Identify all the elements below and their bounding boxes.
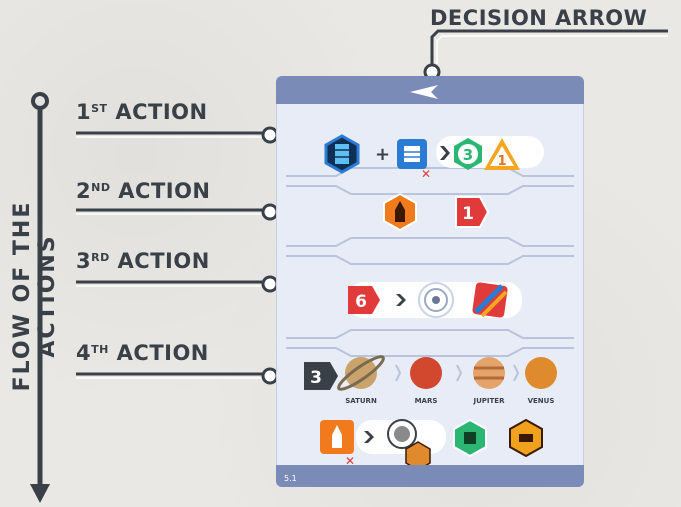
card-bottom-frame xyxy=(276,465,584,487)
asteroid-hex-icon xyxy=(387,419,431,471)
green-number-hex-icon: 3 xyxy=(454,138,482,170)
rocket-chip-icon xyxy=(320,420,354,454)
orange-triangle-badge-icon: 1 xyxy=(484,138,520,170)
svg-text:1: 1 xyxy=(497,154,506,169)
decision-arrow-label: DECISION ARROW xyxy=(430,6,648,30)
satellite-hex-icon xyxy=(453,418,487,458)
planet-name-saturn: SATURN xyxy=(345,397,377,405)
card-separators xyxy=(286,167,574,481)
rocket-hex-icon xyxy=(383,192,417,232)
action-1-label: 1ST ACTION xyxy=(76,100,208,124)
svg-text:1: 1 xyxy=(462,204,474,224)
action-2-callout xyxy=(76,203,279,221)
saturn-icon xyxy=(337,355,385,391)
action-2-label: 2ND ACTION xyxy=(76,179,211,203)
plus-icon: + xyxy=(375,144,390,165)
action-1-callout xyxy=(76,126,279,144)
action-card: + ✕ 3 1 1 xyxy=(276,76,584,487)
action-3-label: 3RD ACTION xyxy=(76,249,210,273)
row-4-icons: 3 xyxy=(304,355,557,391)
planet-name-mars: MARS xyxy=(414,397,438,405)
action-3-callout xyxy=(76,275,279,293)
signal-number-icon: 6 xyxy=(348,286,380,314)
jupiter-icon xyxy=(473,357,505,389)
svg-text:6: 6 xyxy=(355,292,367,312)
svg-text:3: 3 xyxy=(310,368,322,388)
signal-hex-icon: 1 xyxy=(455,196,490,228)
computer-chip-icon xyxy=(397,139,427,169)
venus-icon xyxy=(525,357,557,389)
row-2-icons: 1 xyxy=(383,192,490,232)
mars-icon xyxy=(410,357,442,389)
action-4-callout xyxy=(76,367,279,385)
rover-hex-icon xyxy=(509,418,543,458)
data-hex-icon xyxy=(324,134,360,174)
flow-arrow-head xyxy=(30,484,50,503)
planet-name-jupiter: JUPITER xyxy=(473,397,505,405)
card-id: 5.1 xyxy=(284,474,297,483)
row-3-icons: 6 xyxy=(348,282,508,318)
decision-arrow-icon xyxy=(410,85,438,99)
scan-orbit-icon xyxy=(418,282,454,318)
cross-mark-icon: ✕ xyxy=(345,454,355,468)
chevron-right-icon xyxy=(364,431,374,443)
flow-start-circle xyxy=(31,92,49,110)
planet-separators xyxy=(395,364,520,382)
action-4-label: 4TH ACTION xyxy=(76,341,209,365)
row-1-icons: + ✕ 3 1 xyxy=(324,134,520,181)
svg-text:3: 3 xyxy=(463,146,473,164)
striped-card-icon xyxy=(472,282,508,318)
chevron-right-icon xyxy=(440,146,450,160)
count-badge-icon: 3 xyxy=(304,362,338,390)
chevron-right-icon xyxy=(396,294,406,306)
row-5-icons: ✕ xyxy=(320,418,543,471)
planet-name-venus: VENUS xyxy=(527,397,555,405)
cross-mark-icon: ✕ xyxy=(421,167,431,181)
